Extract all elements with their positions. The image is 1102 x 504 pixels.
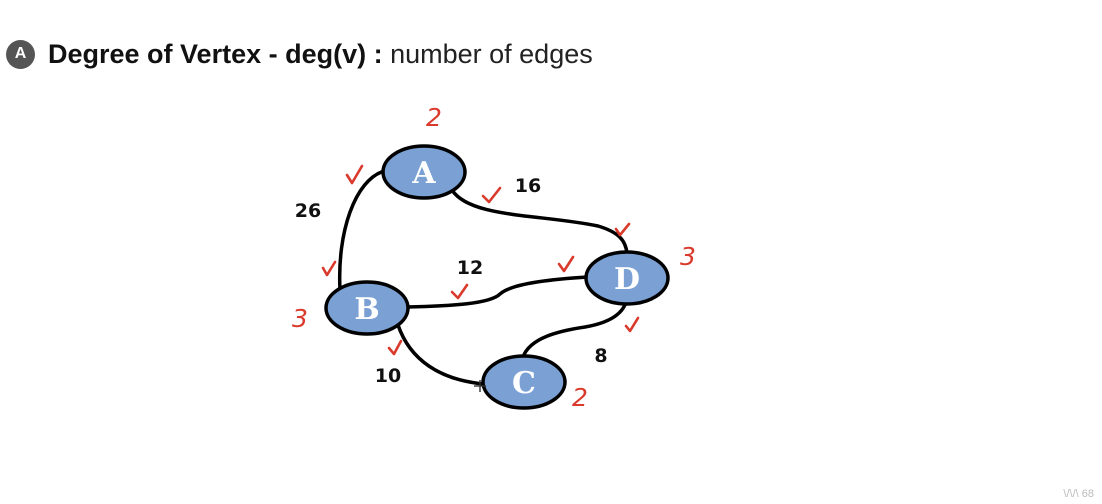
cursor-icon — [474, 380, 486, 392]
edge-a-b-weight: 26 — [295, 200, 321, 222]
check-mark-icon — [481, 186, 502, 204]
slide-subtitle: number of edges — [382, 38, 593, 69]
edge-b-d — [405, 275, 590, 309]
edge-a-b — [337, 169, 386, 292]
vertex-c-label: C — [512, 366, 536, 401]
vertex-d-label: D — [614, 262, 640, 297]
vertex-a-degree: 2 — [426, 103, 442, 132]
vertex-a — [381, 144, 467, 200]
check-mark-icon — [624, 316, 640, 333]
check-mark-icon — [321, 260, 337, 277]
vertex-a-label: A — [411, 156, 436, 191]
slide-title: Degree of Vertex - deg(v) : — [48, 38, 383, 69]
edge-b-c-weight: 10 — [375, 365, 401, 387]
edge-c-d-weight: 8 — [594, 345, 607, 367]
vertex-c — [481, 354, 567, 410]
vertex-b-label: B — [354, 292, 379, 327]
watermark: \/\/\ 68 — [1063, 488, 1094, 500]
vertex-d — [584, 250, 670, 306]
edge-a-d-weight: 16 — [515, 175, 541, 197]
check-mark-icon — [614, 222, 631, 237]
check-mark-icon — [450, 283, 469, 300]
edge-c-d — [521, 300, 628, 359]
edge-b-c — [396, 323, 486, 386]
edge-b-d-weight: 12 — [457, 257, 483, 279]
vertex-b — [324, 280, 410, 336]
check-mark-icon — [387, 339, 403, 356]
section-badge: A — [6, 39, 35, 69]
check-mark-icon — [345, 164, 364, 185]
vertex-c-degree: 2 — [572, 383, 588, 412]
vertex-d-degree: 3 — [680, 242, 696, 271]
check-mark-icon — [557, 255, 575, 273]
vertex-b-degree: 3 — [292, 304, 308, 333]
edge-a-d — [450, 188, 629, 256]
slide-header: A Degree of Vertex - deg(v) : number of … — [6, 38, 593, 70]
